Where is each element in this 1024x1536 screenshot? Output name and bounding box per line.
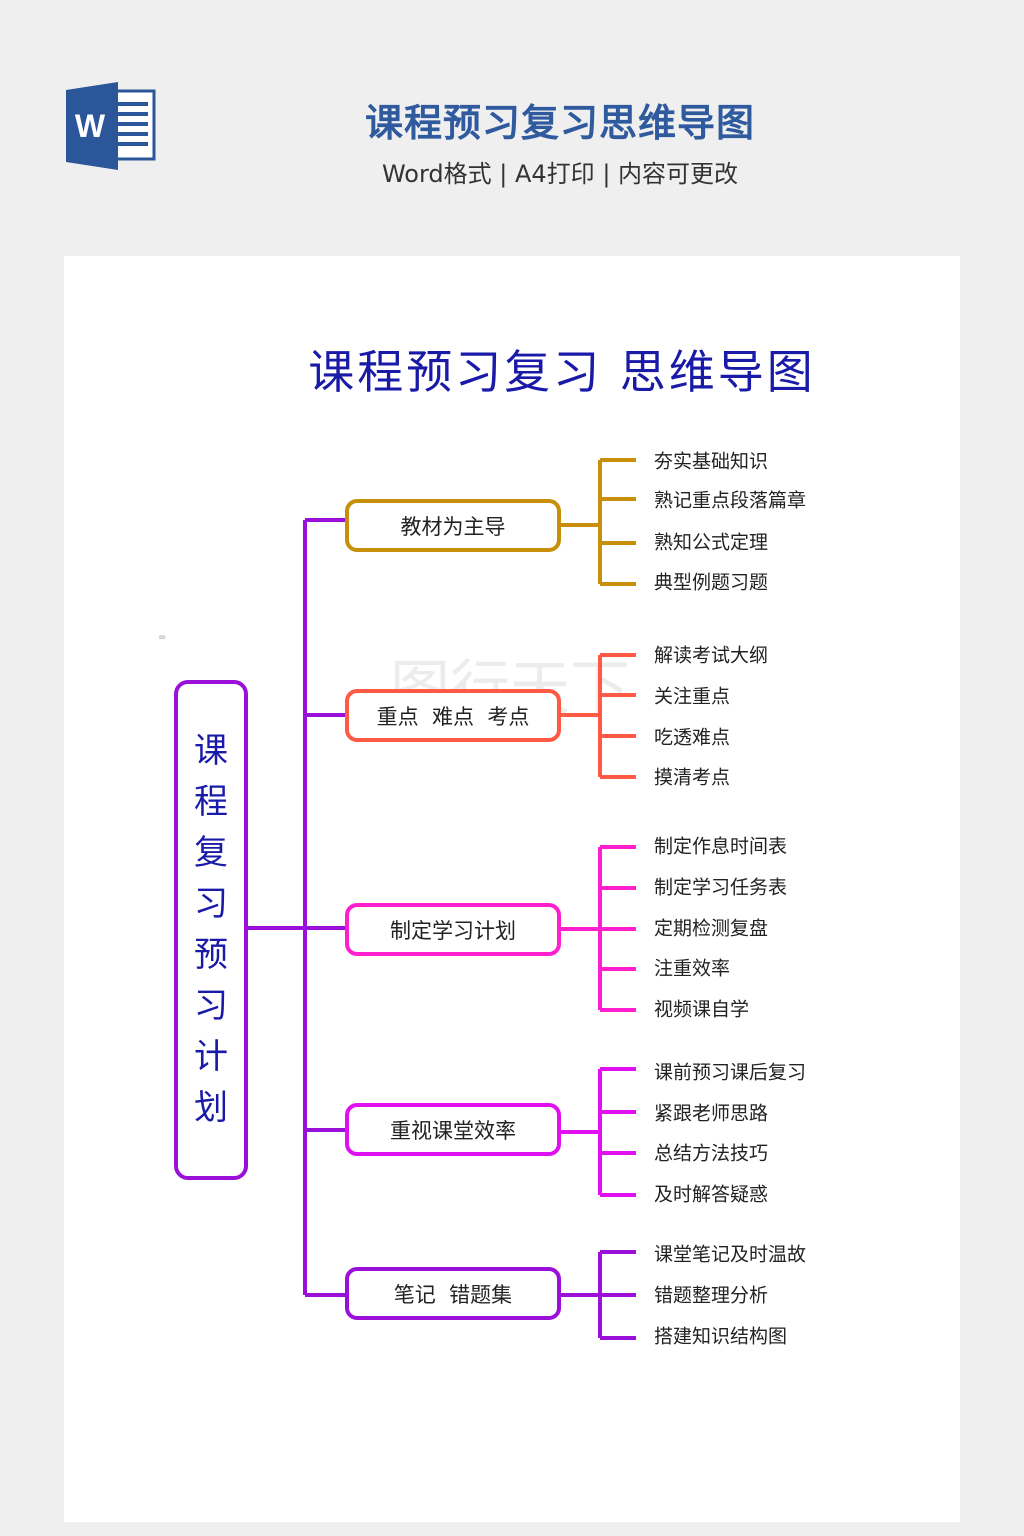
leaf: 吃透难点 [654, 726, 731, 749]
leaf: 熟记重点段落篇章 [654, 489, 807, 512]
branch-1: 教材为主导 [345, 499, 561, 552]
document-title: 课程预习复习 思维导图 [308, 345, 816, 399]
central-char: 课 [194, 731, 228, 771]
header-subtitle: Word格式 | A4打印 | 内容可更改 [381, 160, 739, 188]
branch-2: 重点 难点 考点 [345, 689, 561, 742]
leaf: 典型例题习题 [654, 571, 769, 594]
leaf: 定期检测复盘 [654, 917, 769, 940]
leaf: 及时解答疑惑 [654, 1183, 769, 1206]
central-char: 习 [194, 986, 228, 1026]
svg-text:W: W [75, 108, 106, 144]
leaf: 搭建知识结构图 [654, 1325, 788, 1348]
marker: = [158, 632, 167, 643]
header-title: 课程预习复习思维导图 [364, 101, 755, 145]
leaf: 熟知公式定理 [654, 531, 769, 554]
leaf: 课堂笔记及时温故 [654, 1243, 807, 1266]
central-char: 预 [194, 935, 228, 975]
central-char: 划 [194, 1088, 228, 1128]
leaf: 解读考试大纲 [654, 644, 769, 667]
central-char: 习 [194, 884, 228, 924]
branch-3: 制定学习计划 [345, 903, 561, 956]
word-icon: W [66, 82, 156, 170]
leaf: 视频课自学 [654, 998, 750, 1021]
leaf: 关注重点 [654, 685, 731, 708]
branch-4: 重视课堂效率 [345, 1103, 561, 1156]
leaf: 总结方法技巧 [654, 1142, 769, 1165]
leaf: 紧跟老师思路 [654, 1102, 769, 1125]
leaf: 注重效率 [654, 957, 731, 980]
leaf: 夯实基础知识 [654, 450, 769, 473]
leaf: 摸清考点 [654, 766, 731, 789]
branch-5: 笔记 错题集 [345, 1267, 561, 1320]
central-char: 程 [194, 782, 228, 822]
leaf: 制定作息时间表 [654, 835, 788, 858]
leaf: 课前预习课后复习 [654, 1061, 807, 1084]
leaf: 错题整理分析 [654, 1284, 769, 1307]
central-topic: 课 程 复 习 预 习 计 划 [174, 680, 248, 1180]
central-char: 计 [194, 1037, 228, 1077]
leaf: 制定学习任务表 [654, 876, 788, 899]
central-char: 复 [194, 833, 228, 873]
